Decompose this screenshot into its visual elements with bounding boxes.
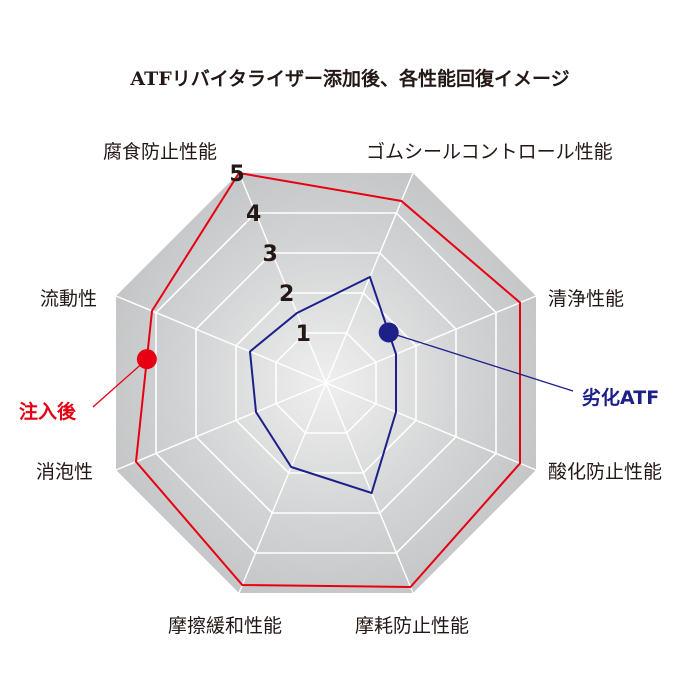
tick-label-5: 5 bbox=[229, 162, 244, 187]
series-degraded-atf bbox=[248, 275, 397, 495]
tick-label-1: 1 bbox=[296, 322, 311, 347]
legend-degraded-atf: 劣化ATF bbox=[582, 387, 660, 409]
axis-label-friction: 摩擦緩和性能 bbox=[168, 615, 283, 637]
tick-label-4: 4 bbox=[246, 202, 261, 227]
axis-label-corrosion: 腐食防止性能 bbox=[103, 141, 218, 163]
legend-dot-degraded-atf bbox=[378, 322, 399, 343]
chart-grid bbox=[115, 172, 537, 594]
axis-label-oxidation: 酸化防止性能 bbox=[548, 461, 663, 483]
axis-label-wear: 摩耗防止性能 bbox=[355, 615, 470, 637]
legend-dot-after-injection bbox=[136, 349, 157, 370]
tick-label-2: 2 bbox=[279, 282, 294, 307]
chart-title: ATFリバイタライザー添加後、各性能回復イメージ bbox=[130, 68, 570, 90]
axis-label-fluidity: 流動性 bbox=[40, 288, 98, 310]
axis-label-cleaning: 清浄性能 bbox=[548, 288, 625, 310]
legend-leaders bbox=[92, 322, 574, 408]
tick-label-3: 3 bbox=[263, 242, 278, 267]
legend-after-injection: 注入後 bbox=[19, 401, 77, 423]
axis-label-antifoam: 消泡性 bbox=[36, 461, 94, 483]
axis-label-rubber-seal: ゴムシールコントロール性能 bbox=[366, 141, 613, 163]
